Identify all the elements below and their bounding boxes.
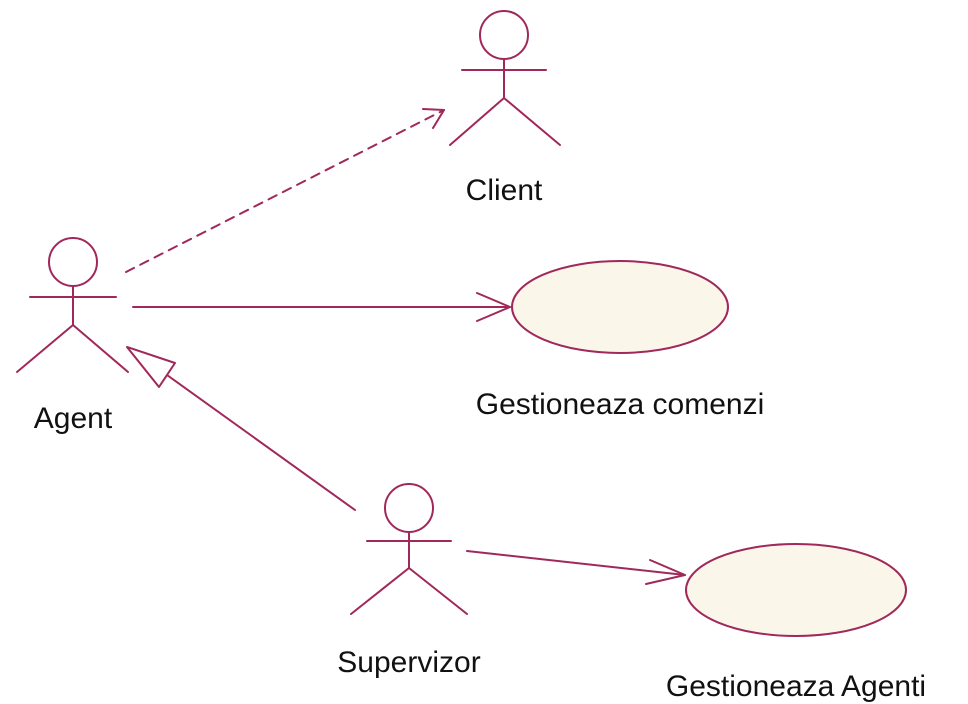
association-arrow-agent-comenzi xyxy=(132,292,511,322)
generalization-arrow-supervizor-agent xyxy=(126,346,356,511)
association-arrow-supervizor-agenti xyxy=(466,550,686,585)
use-case-gestioneaza-agenti[interactable] xyxy=(685,543,907,637)
use-case-label-gestioneaza-comenzi: Gestioneaza comenzi xyxy=(475,388,765,421)
actor-label-agent: Agent xyxy=(33,402,113,435)
use-case-gestioneaza-comenzi[interactable] xyxy=(511,260,729,354)
actor-supervizor-icon[interactable] xyxy=(350,483,468,615)
use-case-label-gestioneaza-agenti: Gestioneaza Agenti xyxy=(665,670,927,703)
actor-client-icon[interactable] xyxy=(449,10,561,146)
actor-agent-icon[interactable] xyxy=(16,237,129,373)
actor-label-client: Client xyxy=(465,174,543,207)
actor-label-supervizor: Supervizor xyxy=(337,646,481,679)
diagram-layer xyxy=(16,10,907,637)
dependency-arrow-agent-client xyxy=(125,108,445,273)
